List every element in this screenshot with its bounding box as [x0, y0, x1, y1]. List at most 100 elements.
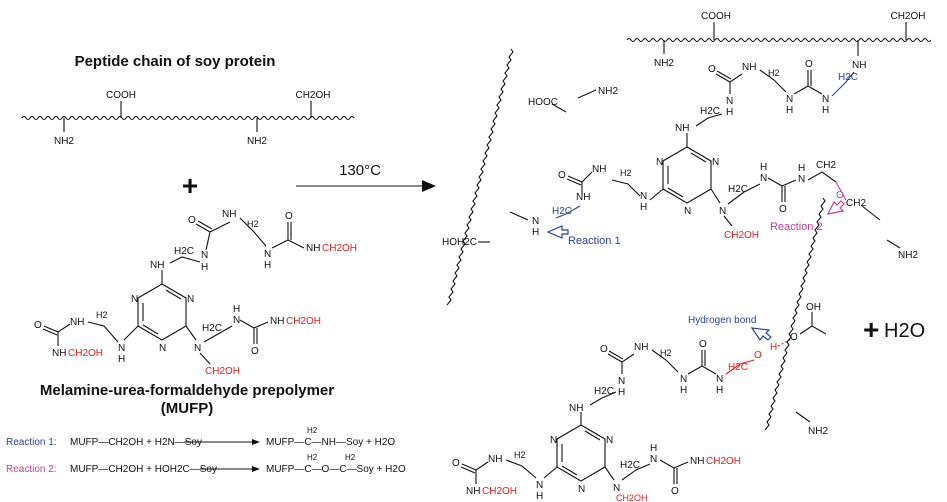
eq-r2-h2-b: H2: [345, 453, 356, 462]
net-hoh2c: HOH2C: [442, 237, 477, 248]
low-h-1: H: [618, 387, 625, 398]
ring-n-1: N: [131, 294, 138, 305]
low-o-left: O: [452, 458, 460, 469]
mufp-h2c-right: H2C: [202, 323, 222, 334]
peptide-cooh: COOH: [106, 90, 136, 101]
net-nh2-left: NH2: [598, 86, 618, 97]
temperature-label: 130°C: [339, 162, 381, 179]
mufp-h-right-2: H: [233, 304, 240, 315]
low-n-left: N: [536, 480, 543, 491]
hydrogen-bond-arrow-icon: [750, 327, 772, 342]
mufp-n-urea: N: [201, 250, 208, 261]
low-h-left: H: [536, 491, 543, 502]
low-ch2oh-right: CH2OH: [616, 493, 648, 502]
up-nh-1: NH: [675, 123, 689, 134]
up-o-1: O: [708, 64, 716, 75]
mufp-nh-left-2: NH: [52, 348, 66, 359]
low-nh-left: NH: [488, 454, 502, 465]
up-h-soy: H: [532, 227, 539, 238]
low-h2-1: H2: [660, 348, 672, 358]
low-n-3: N: [716, 374, 723, 385]
up-o-2: O: [805, 59, 813, 70]
up-h-right-3: H: [798, 163, 805, 174]
up-n-3: N: [822, 94, 829, 105]
soy-chain-top: [626, 37, 932, 43]
mufp-o-left: O: [34, 320, 42, 331]
up-h2c-left-blue: H2C: [552, 206, 572, 217]
up-nh-2: NH: [742, 62, 756, 73]
low-n-right-2: N: [650, 454, 657, 465]
soy-chain-left: [446, 48, 514, 306]
mufp-h-left: H: [118, 354, 125, 365]
hydrogen-bonded-mufp-lower: N N N NH H2C N H O NH H2 N H O N H H2C O…: [452, 302, 827, 502]
reaction1-arrow-icon: [546, 225, 569, 239]
low-o-right: O: [671, 486, 679, 497]
mufp-title-1: Melamine-urea-formaldehyde prepolymer: [40, 382, 334, 399]
eq-r2-right: MUFP—C—O—C—Soy + H2O: [266, 464, 406, 475]
up-n-left: N: [640, 191, 647, 202]
up-n-soy: N: [532, 216, 539, 227]
crosslinked-mufp-upper: N N N NH H2C N H O NH H2 N H O N H H2C H…: [532, 59, 858, 241]
low-h2c-right: H2C: [620, 460, 640, 471]
low-h-right-2: H: [650, 443, 657, 454]
mufp-h-3: H: [264, 260, 271, 271]
low-oh-acid: OH: [806, 302, 821, 313]
mufp-o-2: O: [285, 211, 293, 222]
eq-r1-label: Reaction 1:: [6, 437, 57, 448]
peptide-chain-title: Peptide chain of soy protein: [75, 53, 276, 70]
peptide-nh2-1: NH2: [54, 136, 74, 147]
low-h-red: H: [770, 342, 777, 353]
reaction1-label: Reaction 1: [568, 235, 621, 247]
soy-chain-right: [764, 197, 826, 431]
mufp-title-2: (MUFP): [161, 400, 214, 417]
ring3-n-2: N: [606, 435, 613, 446]
up-h-2: H: [786, 105, 793, 116]
net-ch2-link: CH2: [846, 198, 866, 209]
reaction-arrow-head: [422, 180, 436, 192]
up-o-right: O: [779, 204, 787, 215]
mufp-h2-left: H2: [96, 310, 108, 320]
mufp-ch2oh-3: CH2OH: [286, 316, 321, 327]
eq-r1-left: MUFP—CH2OH + H2N—Soy: [70, 437, 202, 448]
mufp-n-right: N: [194, 343, 201, 354]
up-h2c-1: H2C: [700, 106, 720, 117]
reaction2-label: Reaction 2: [770, 221, 823, 233]
eq-r2-left: MUFP—CH2OH + HOH2C—Soy: [70, 464, 217, 475]
low-ch2oh-right-2: CH2OH: [706, 456, 741, 467]
eq-r2-h2-a: H2: [307, 453, 318, 462]
mufp-nh-left: NH: [70, 317, 84, 328]
up-h-right-2: H: [760, 162, 767, 173]
net-nh-top: NH: [852, 60, 866, 71]
hydrogen-bond-label: Hydrogen bond: [688, 315, 756, 326]
low-o-red: O: [754, 350, 762, 361]
ring2-n-1: N: [656, 157, 663, 168]
mufp-nh-right: NH: [270, 316, 284, 327]
up-o-left: O: [558, 170, 566, 181]
low-nh-2: NH: [634, 342, 648, 353]
ring2-n-3: N: [684, 206, 691, 217]
mufp-n-3: N: [264, 249, 271, 260]
plus-sign: +: [182, 170, 198, 201]
up-h-1: H: [726, 107, 733, 118]
peptide-ch2oh: CH2OH: [295, 90, 330, 101]
mufp-ch2oh-left: CH2OH: [68, 348, 103, 359]
mufp-h2c-top: H2C: [174, 246, 194, 257]
low-h-2: H: [680, 385, 687, 396]
mufp-n-right-2: N: [233, 315, 240, 326]
low-o-acceptor: O: [790, 332, 798, 343]
eq-r1-h2: H2: [307, 426, 318, 435]
up-h-left: H: [640, 202, 647, 213]
mufp-molecule: N N N NH H2C N H O NH H2 N H O NH CH2OH …: [34, 209, 357, 377]
plus-water-sign: +: [863, 314, 879, 345]
mufp-ch2oh-2: CH2OH: [205, 366, 240, 377]
mufp-nh-4: NH: [306, 243, 320, 254]
peptide-nh2-2: NH2: [247, 136, 267, 147]
water-label: H2O: [884, 320, 925, 342]
up-nh-left-2: NH: [576, 192, 590, 203]
up-h2-1: H2: [768, 68, 780, 78]
low-o-1: O: [600, 344, 608, 355]
up-h2-left: H2: [620, 168, 632, 178]
mufp-o-1: O: [188, 215, 196, 226]
low-n-2: N: [680, 374, 687, 385]
